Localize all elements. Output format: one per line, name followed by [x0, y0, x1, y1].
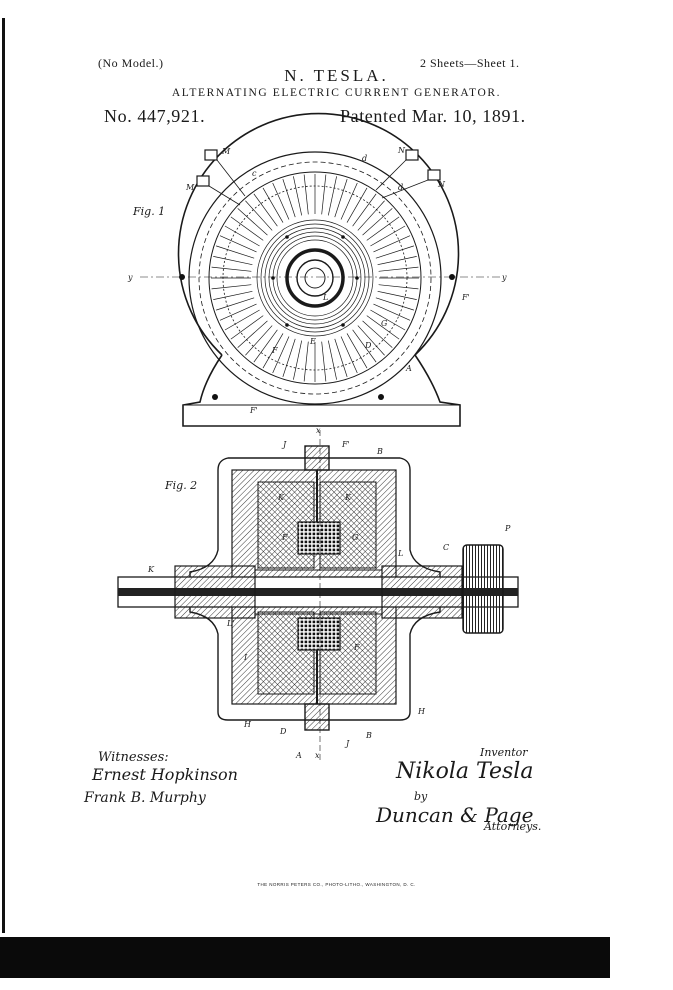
fig2-terminal-top	[304, 445, 330, 471]
label-F1-base: F'	[249, 406, 258, 415]
label-L-right: L	[397, 549, 403, 558]
fig2-right-bearing	[381, 565, 463, 619]
inventor-name: N. TESLA.	[284, 66, 389, 85]
label-x-bottom: x	[315, 751, 320, 760]
label-c: c	[252, 169, 257, 178]
label-d-top: d	[362, 154, 367, 163]
fig1-caption: Fig. 1	[133, 205, 166, 218]
scan-edge-bar	[2, 18, 5, 933]
scan-bottom-bar	[0, 937, 610, 978]
fig2-reference-letters: x J F' B K K F G L C P K L' I F H H D J …	[147, 426, 511, 760]
fig2-shaft-core	[118, 588, 518, 596]
no-model-note: (No Model.)	[98, 56, 164, 70]
fig2-terminal-bottom	[304, 703, 330, 731]
fig2-caption: Fig. 2	[165, 479, 198, 492]
label-H-left: H	[243, 720, 252, 729]
fig1-bolt-holes	[179, 235, 455, 400]
fig1-terminals	[196, 149, 441, 206]
label-B-bottom: B	[365, 731, 372, 740]
fig1-ring-dash	[198, 161, 432, 395]
fig2-coil-top	[297, 521, 341, 555]
label-A: A	[295, 751, 302, 760]
witnesses-label: Witnesses:	[98, 750, 169, 765]
fig1-drawing	[140, 112, 500, 427]
label-F1-right: F'	[461, 293, 470, 302]
patent-number: No. 447,921.	[104, 106, 206, 126]
label-H-right: H	[417, 707, 426, 716]
attorneys-label: Attorneys.	[484, 820, 542, 833]
label-y-left: y	[127, 273, 133, 282]
label-K-shaft: K	[147, 565, 155, 574]
fig1-reference-letters: M M N N c d d y y F' L G E D F A F'	[127, 146, 507, 415]
patent-title: ALTERNATING ELECTRIC CURRENT GENERATOR.	[171, 87, 502, 99]
fig2-coil-bottom	[297, 617, 341, 651]
label-N-top: N	[397, 146, 406, 155]
label-J-top: J	[281, 440, 287, 449]
label-I: I	[243, 653, 248, 662]
label-G: G	[381, 319, 388, 328]
signatures: Ernest Hopkinson Frank B. Murphy Nikola …	[83, 759, 533, 827]
fig1-hub-inner	[296, 259, 334, 297]
label-L1-left: L'	[226, 619, 235, 628]
label-M-top: M	[221, 147, 231, 156]
label-K-left: K	[277, 493, 285, 502]
patent-date: Patented Mar. 10, 1891.	[340, 106, 526, 126]
label-F: F	[271, 346, 278, 355]
witness-2-signature: Frank B. Murphy	[83, 790, 207, 806]
attorneys-signature: Duncan & Page	[375, 803, 533, 827]
fig1-ring-inner	[208, 171, 422, 385]
printer-credit: THE NORRIS PETERS CO., PHOTO-LITHO., WAS…	[257, 882, 416, 887]
inventor-signature: Nikola Tesla	[395, 759, 533, 784]
sheet-count: 2 Sheets—Sheet 1.	[420, 56, 520, 70]
label-E: E	[309, 337, 316, 346]
label-B-top: B	[376, 447, 383, 456]
fig1-frame-legs	[182, 354, 461, 427]
fig1-armature-teeth	[211, 174, 419, 382]
label-F-right: F	[353, 643, 360, 652]
label-D: D	[279, 727, 287, 736]
fig2-drawing	[117, 430, 519, 760]
label-G: G	[352, 533, 359, 542]
label-y-right: y	[501, 273, 507, 282]
fig2-pulley	[462, 544, 504, 634]
label-L: L	[322, 293, 328, 302]
witness-1-signature: Ernest Hopkinson	[91, 765, 238, 784]
label-F-left: F	[281, 533, 288, 542]
label-D: D	[364, 341, 372, 350]
label-K-right: K	[344, 493, 352, 502]
label-A: A	[405, 364, 412, 373]
fig1-hub	[285, 248, 345, 308]
label-J-bottom: J	[344, 739, 350, 748]
label-N-right: N	[437, 180, 446, 189]
label-M-left: M	[185, 183, 195, 192]
label-x-top: x	[316, 426, 321, 435]
fig2-left-bearing	[174, 565, 256, 619]
inventor-label: Inventor	[480, 746, 528, 759]
fig1-shaft	[304, 267, 326, 289]
fig2-housing	[189, 457, 441, 721]
fig1-frame-outline	[177, 112, 460, 356]
label-P: P	[504, 524, 511, 533]
label-C: C	[443, 543, 449, 552]
by-label: by	[414, 790, 428, 803]
label-F1: F'	[341, 440, 350, 449]
label-d-mid: d	[398, 183, 403, 192]
fig1-ring-outer	[188, 151, 442, 405]
